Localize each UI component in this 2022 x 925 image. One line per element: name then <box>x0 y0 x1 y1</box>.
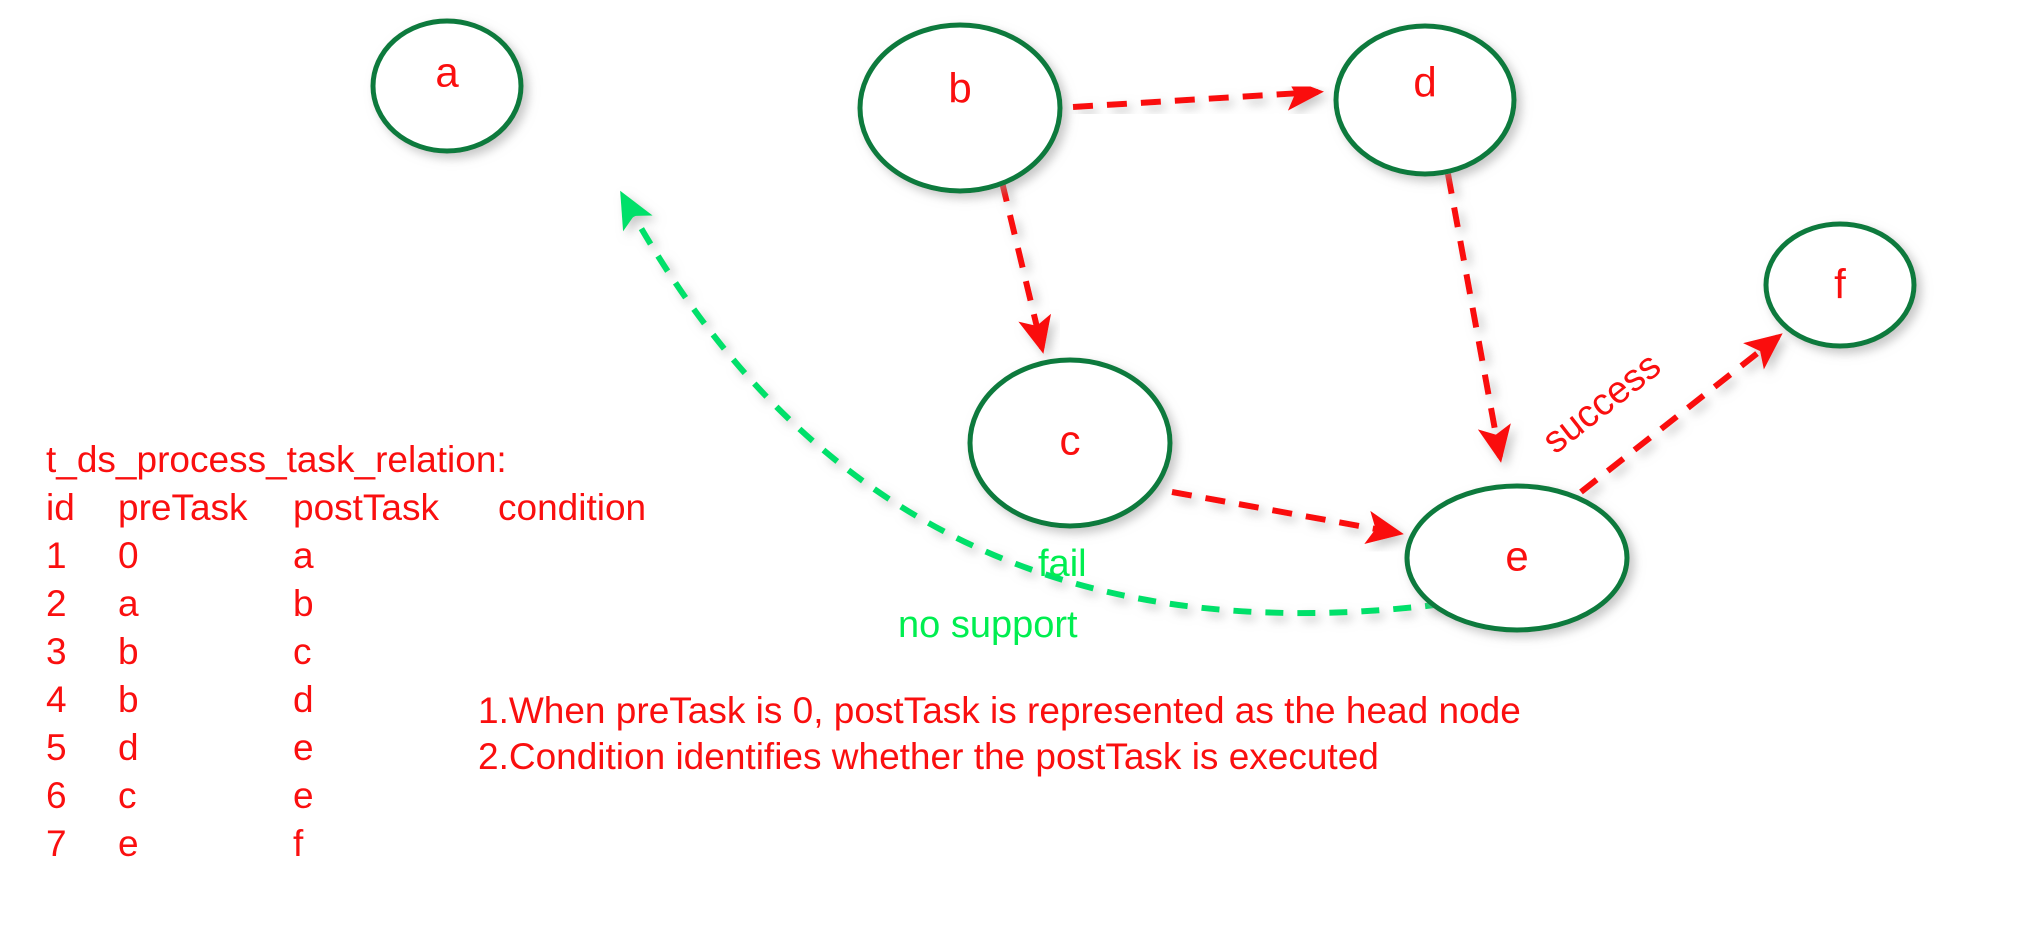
node-a[interactable]: a <box>370 18 524 154</box>
node-c-label: c <box>1060 417 1081 464</box>
node-c[interactable]: c <box>967 357 1173 529</box>
cell-pretask: e <box>118 823 139 864</box>
column-header-id: id <box>46 487 75 528</box>
cell-pretask: a <box>118 583 139 624</box>
table-row: 1 0 a <box>46 532 646 580</box>
cell-id: 6 <box>46 775 67 816</box>
notes-block: 1.When preTask is 0, postTask is represe… <box>478 688 1521 780</box>
table-row: 5 d e <box>46 724 646 772</box>
table-row: 2 a b <box>46 580 646 628</box>
column-header-condition: condition <box>498 487 647 528</box>
node-a-shape <box>370 18 524 154</box>
node-f-shape <box>1763 221 1917 349</box>
edge-label-fail: fail <box>1038 543 1087 585</box>
cell-pretask: b <box>118 631 139 672</box>
node-e[interactable]: e <box>1404 483 1630 633</box>
cell-posttask: f <box>293 823 304 864</box>
node-a-label: a <box>435 49 459 96</box>
edge-e-to-a <box>620 190 1444 617</box>
node-b[interactable]: b <box>857 22 1063 194</box>
node-e-shape <box>1404 483 1630 633</box>
node-c-shape <box>967 357 1173 529</box>
table-row: 7 e f <box>46 820 646 868</box>
cell-id: 7 <box>46 823 67 864</box>
cell-posttask: a <box>293 535 314 576</box>
cell-id: 3 <box>46 631 67 672</box>
edge-label-no-support: no support <box>898 604 1078 646</box>
edge-e-to-f <box>1579 333 1783 495</box>
edge-c-to-e <box>1171 489 1404 544</box>
relation-table-title: t_ds_process_task_relation: <box>46 439 507 480</box>
cell-id: 2 <box>46 583 67 624</box>
node-b-shape <box>857 22 1063 194</box>
cell-pretask: b <box>118 679 139 720</box>
table-row: 6 c e <box>46 772 646 820</box>
node-d-shape <box>1333 23 1517 177</box>
cell-id: 4 <box>46 679 67 720</box>
node-e-label: e <box>1505 533 1528 580</box>
cell-posttask: e <box>293 727 314 768</box>
cell-posttask: d <box>293 679 314 720</box>
relation-table: t_ds_process_task_relation: id preTask pos… <box>46 436 646 868</box>
table-row: 3 b c <box>46 628 646 676</box>
node-d[interactable]: d <box>1333 23 1517 177</box>
edge-b-to-c <box>999 181 1052 354</box>
cell-posttask: c <box>293 631 312 672</box>
column-header-posttask: postTask <box>293 487 440 528</box>
node-b-label: b <box>948 65 971 112</box>
edge-d-to-e <box>1445 173 1511 463</box>
edge-b-to-d <box>1072 77 1324 111</box>
cell-pretask: c <box>118 775 137 816</box>
note-line-1: 1.When preTask is 0, postTask is represe… <box>478 690 1521 731</box>
cell-id: 1 <box>46 535 67 576</box>
node-f[interactable]: f <box>1763 221 1917 349</box>
cell-pretask: d <box>118 727 139 768</box>
node-d-label: d <box>1413 59 1436 106</box>
node-f-label: f <box>1834 261 1846 308</box>
cell-posttask: b <box>293 583 314 624</box>
table-header-row: id preTask postTask condition <box>46 484 646 532</box>
cell-posttask: e <box>293 775 314 816</box>
edge-label-success: success <box>1535 344 1669 462</box>
column-header-pretask: preTask <box>118 487 248 528</box>
table-row: 4 b d <box>46 676 646 724</box>
note-line-2: 2.Condition identifies whether the postT… <box>478 736 1379 777</box>
cell-pretask: 0 <box>118 535 139 576</box>
cell-id: 5 <box>46 727 67 768</box>
